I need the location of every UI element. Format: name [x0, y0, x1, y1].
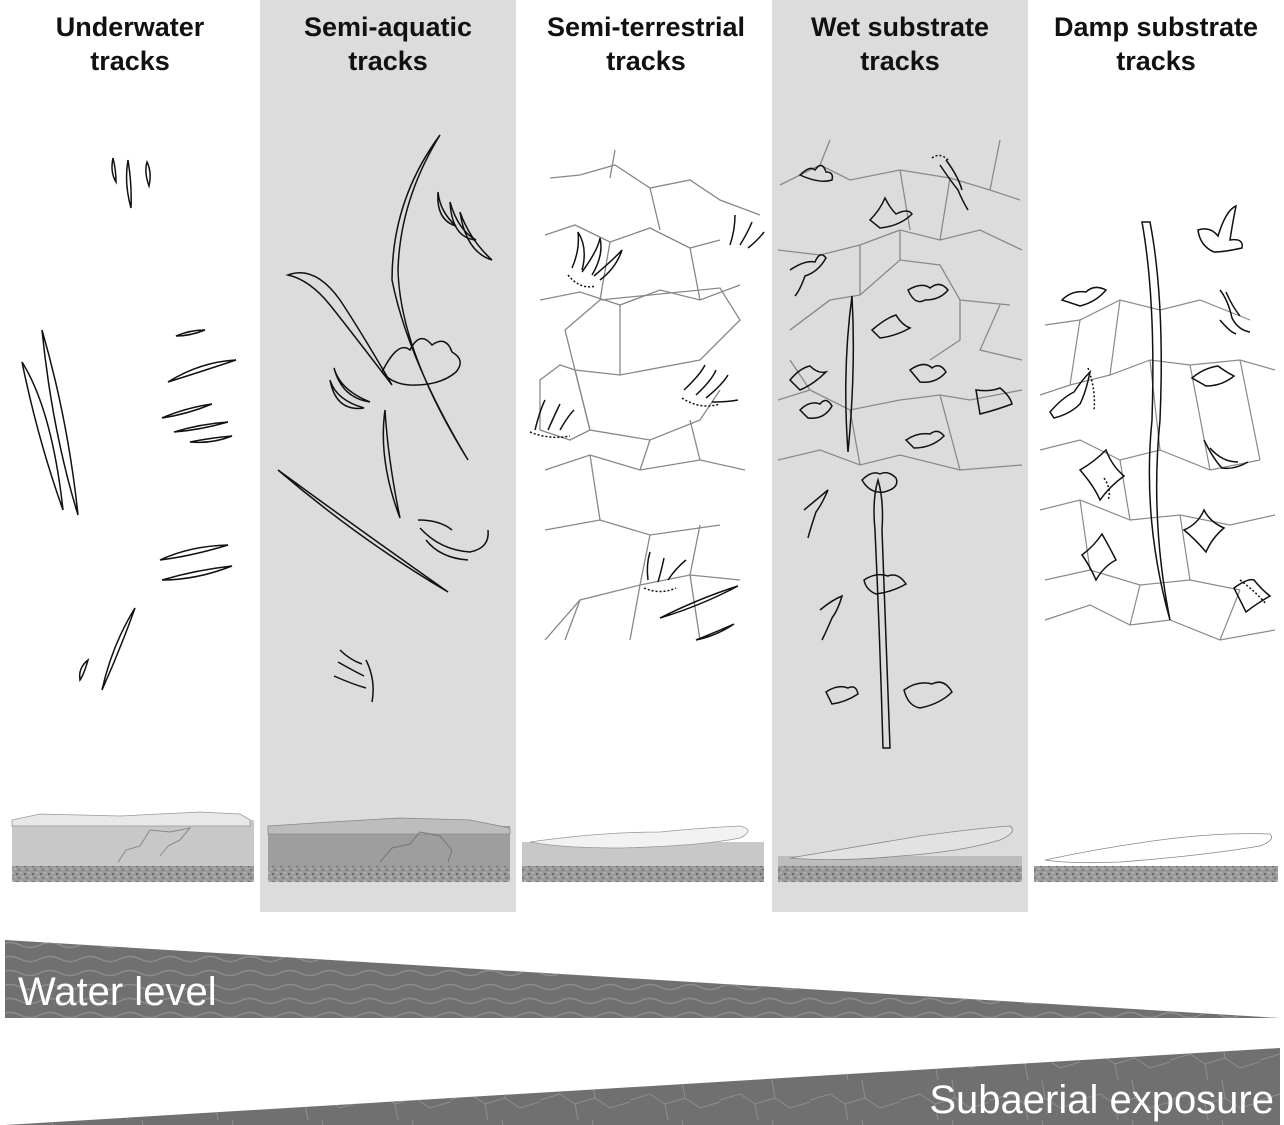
water-level-label: Water level — [18, 972, 217, 1012]
cross-section-underwater — [12, 812, 254, 882]
cross-section-semi-aquatic — [268, 818, 510, 882]
semi-terrestrial-mudcracks — [540, 150, 760, 640]
damp-substrate-tracks — [1050, 206, 1270, 620]
semi-terrestrial-tracks — [530, 215, 764, 640]
cross-section-semi-terrestrial — [522, 826, 764, 882]
wet-substrate-mudcracks — [778, 140, 1022, 470]
semi-aquatic-tracks — [278, 135, 492, 702]
cross-section-damp-substrate — [1034, 834, 1278, 882]
cross-section-wet-substrate — [778, 826, 1022, 882]
subaerial-exposure-label: Subaerial exposure — [929, 1080, 1274, 1120]
underwater-tracks — [22, 158, 236, 690]
